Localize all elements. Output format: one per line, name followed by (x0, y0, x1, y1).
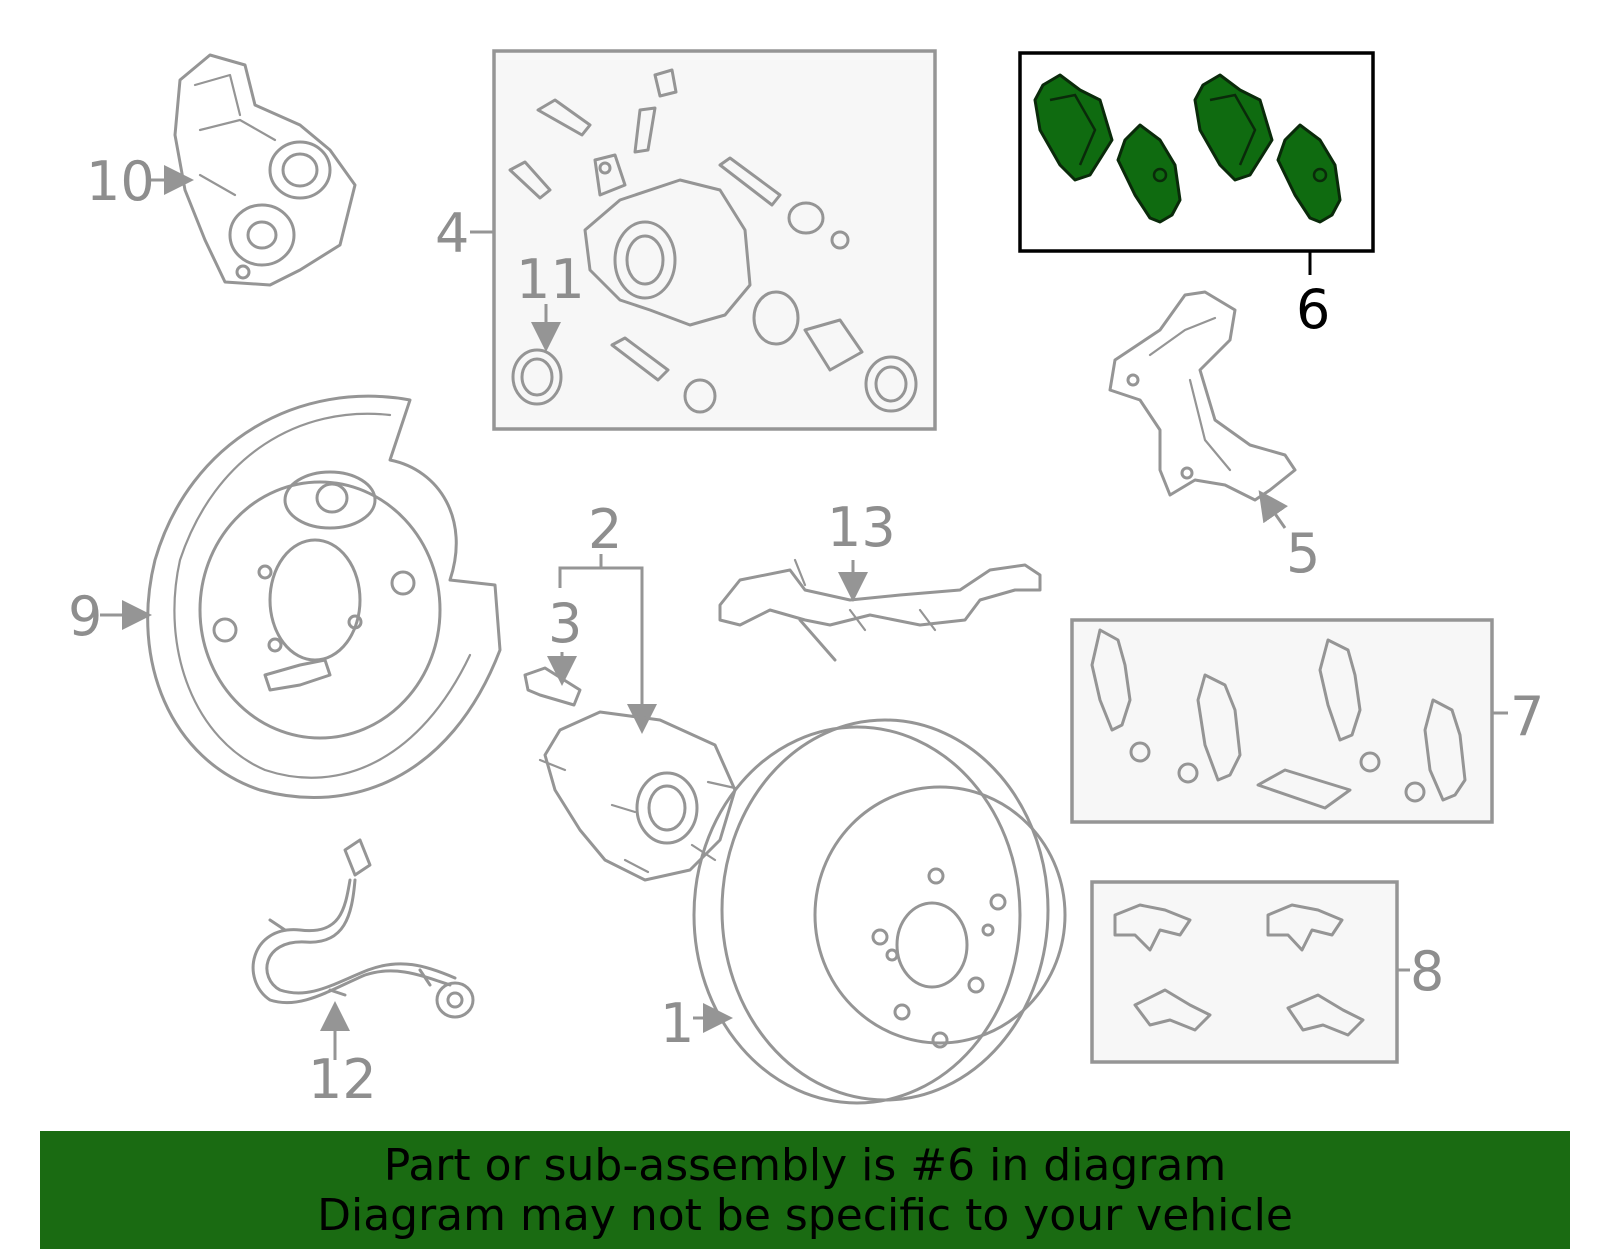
abs-harness-icon[interactable] (718, 558, 1042, 662)
callout-9[interactable]: 9 (68, 585, 102, 648)
callout-1[interactable]: 1 (660, 992, 694, 1055)
anti-rattle-clips-icon[interactable] (1113, 903, 1365, 1037)
callout-8[interactable]: 8 (1410, 940, 1444, 1003)
parking-brake-actuator-icon[interactable] (173, 53, 357, 287)
callout-7[interactable]: 7 (1510, 685, 1544, 748)
callout-2[interactable]: 2 (588, 498, 622, 561)
clip-kit-box (1090, 880, 1399, 1064)
banner-line-1: Part or sub-assembly is #6 in diagram (383, 1140, 1227, 1191)
callout-13[interactable]: 13 (827, 496, 896, 559)
brake-pads-icon[interactable] (1033, 73, 1342, 224)
caliper-kit-box (492, 49, 937, 431)
caliper-bracket-icon[interactable] (1108, 290, 1297, 502)
callout-6[interactable]: 6 (1296, 278, 1330, 341)
brake-rotor-icon[interactable] (692, 718, 1067, 1105)
backing-plate-icon[interactable] (146, 394, 502, 799)
brake-caliper-icon[interactable] (508, 68, 918, 414)
abs-sensor-wire-icon[interactable] (251, 838, 475, 1019)
wheel-hub-bearing-icon[interactable] (538, 710, 737, 882)
callout-5[interactable]: 5 (1286, 522, 1320, 585)
banner-line-2: Diagram may not be specific to your vehi… (317, 1190, 1293, 1241)
callout-10[interactable]: 10 (86, 150, 155, 213)
callout-4[interactable]: 4 (435, 202, 469, 265)
pad-hardware-icon[interactable] (1090, 628, 1467, 810)
hub-bolt-icon[interactable] (523, 666, 582, 707)
callout-3[interactable]: 3 (548, 592, 582, 655)
callout-12[interactable]: 12 (308, 1048, 377, 1111)
info-banner: Part or sub-assembly is #6 in diagram Di… (40, 1131, 1570, 1249)
callout-11[interactable]: 11 (516, 248, 585, 311)
